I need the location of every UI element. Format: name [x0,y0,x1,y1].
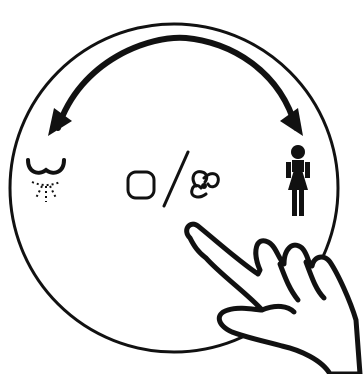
control-dial-diagram [0,0,364,374]
toilet-control-illustration [0,0,364,374]
